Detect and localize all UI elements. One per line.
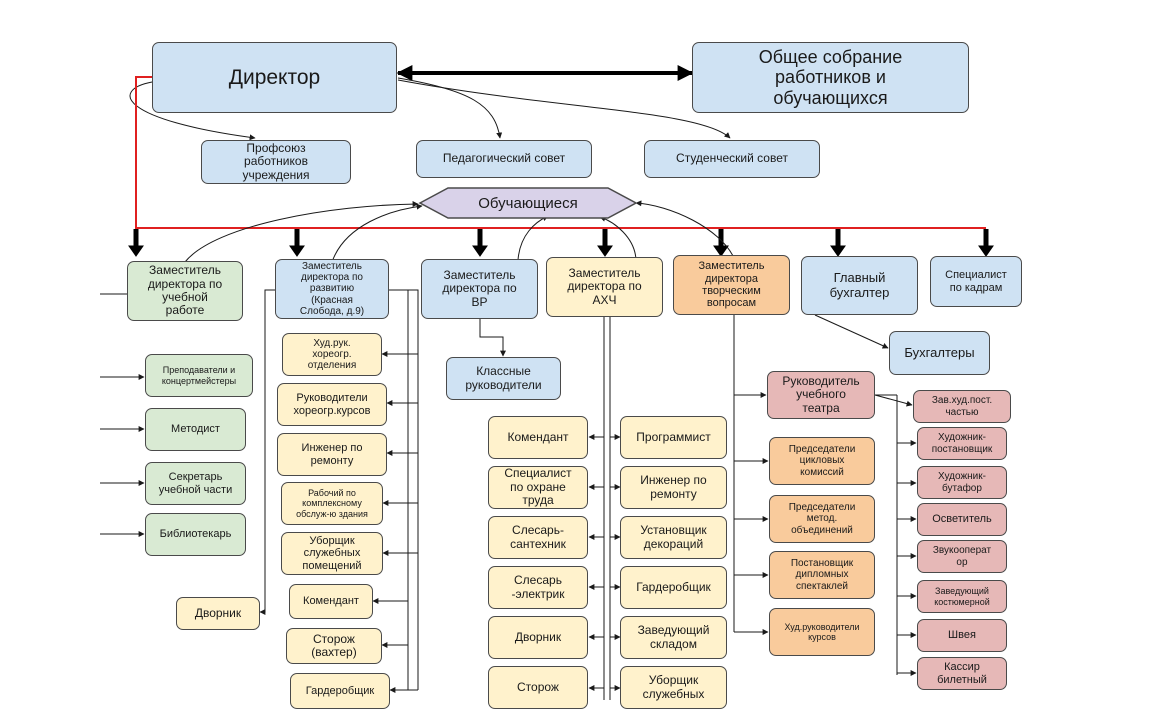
academic-staff-methodist: Методист	[145, 408, 246, 451]
director-to-studcouncil-arrow	[397, 79, 731, 139]
theatre-staff-item: Швея	[917, 619, 1007, 652]
maintenance-staff-right: Установщик декораций	[620, 516, 727, 559]
development-staff-item: Гардеробщик	[290, 673, 390, 709]
maintenance-staff-left: Дворник	[488, 616, 588, 659]
development-staff-item: Худ.рук. хореогр. отделения	[282, 333, 382, 376]
theatre-staff-item: Звукооперат ор	[917, 540, 1007, 573]
director-to-pedcouncil-arrow	[397, 77, 503, 139]
maintenance-staff-right: Инженер по ремонту	[620, 466, 727, 509]
maintenance-staff-right: Гардеробщик	[620, 566, 727, 609]
maintenance-staff-right: Программист	[620, 416, 727, 459]
deputy-academic-box: Заместитель директора по учебной работе	[127, 261, 243, 321]
deputy-creative-box: Заместитель директора творческим вопроса…	[673, 255, 790, 315]
accountants-box: Бухгалтеры	[889, 331, 990, 375]
theatre-staff-item: Осветитель	[917, 503, 1007, 536]
hr-specialist-box: Специалист по кадрам	[930, 256, 1022, 307]
students-label: Обучающиеся	[478, 194, 578, 212]
development-staff-item: Сторож (вахтер)	[286, 628, 382, 664]
director-to-union-arrow	[129, 81, 256, 141]
maintenance-staff-left: Сторож	[488, 666, 588, 709]
ped-council-box: Педагогический совет	[416, 140, 592, 178]
class-teachers-box: Классные руководители	[446, 357, 561, 400]
academic-staff-librarian: Библиотекарь	[145, 513, 246, 556]
development-staff-item: Руководители хореогр.курсов	[277, 383, 387, 426]
theatre-staff-item: Художник- бутафор	[917, 466, 1007, 499]
development-staff-item: Рабочий по комплексному обслуж-ю здания	[281, 482, 383, 525]
maintenance-staff-left: Специалист по охране труда	[488, 466, 588, 509]
deputy-maintenance-box: Заместитель директора по АХЧ	[546, 257, 663, 317]
maintenance-staff-left: Слесарь- сантехник	[488, 516, 588, 559]
theatre-staff-item: Заведующий костюмерной	[917, 580, 1007, 613]
development-staff-item: Уборщик служебных помещений	[281, 532, 383, 575]
maintenance-staff-right: Уборщик служебных	[620, 666, 727, 709]
theatre-staff-item: Зав.худ.пост. частью	[913, 390, 1011, 423]
creative-staff-item: Худ.руководители курсов	[769, 608, 875, 656]
development-staff-item: Инженер по ремонту	[277, 433, 387, 476]
general-meeting-box: Общее собрание работников и обучающихся	[692, 42, 969, 113]
creative-staff-item: Председатели метод. объединений	[769, 495, 875, 543]
maintenance-staff-left: Слесарь -электрик	[488, 566, 588, 609]
director-box: Директор	[152, 42, 397, 113]
theatre-staff-item: Кассир билетный	[917, 657, 1007, 690]
deputy-education-box: Заместитель директора по ВР	[421, 259, 538, 319]
academic-staff-teachers: Преподаватели и концертмейстеры	[145, 354, 253, 397]
academic-staff-secretary: Секретарь учебной части	[145, 462, 246, 505]
students-hexagon	[418, 187, 638, 219]
deputy-down-arrows	[128, 229, 994, 257]
creative-staff-item: Постановщик дипломных спектаклей	[769, 551, 875, 599]
janitor-left-box: Дворник	[176, 597, 260, 630]
student-council-box: Студенческий совет	[644, 140, 820, 178]
theatre-head-box: Руководитель учебного театра	[767, 371, 875, 419]
creative-staff-item: Председатели цикловых комиссий	[769, 437, 875, 485]
red-management-line	[135, 76, 986, 229]
deputy-development-box: Заместитель директора по развитию (Красн…	[275, 259, 389, 319]
maintenance-staff-right: Заведующий складом	[620, 616, 727, 659]
maintenance-staff-left: Комендант	[488, 416, 588, 459]
chief-accountant-box: Главный бухгалтер	[801, 256, 918, 315]
development-staff-item: Комендант	[289, 584, 373, 619]
union-box: Профсоюз работников учреждения	[201, 140, 351, 184]
theatre-staff-item: Художник- постановщик	[917, 427, 1007, 460]
